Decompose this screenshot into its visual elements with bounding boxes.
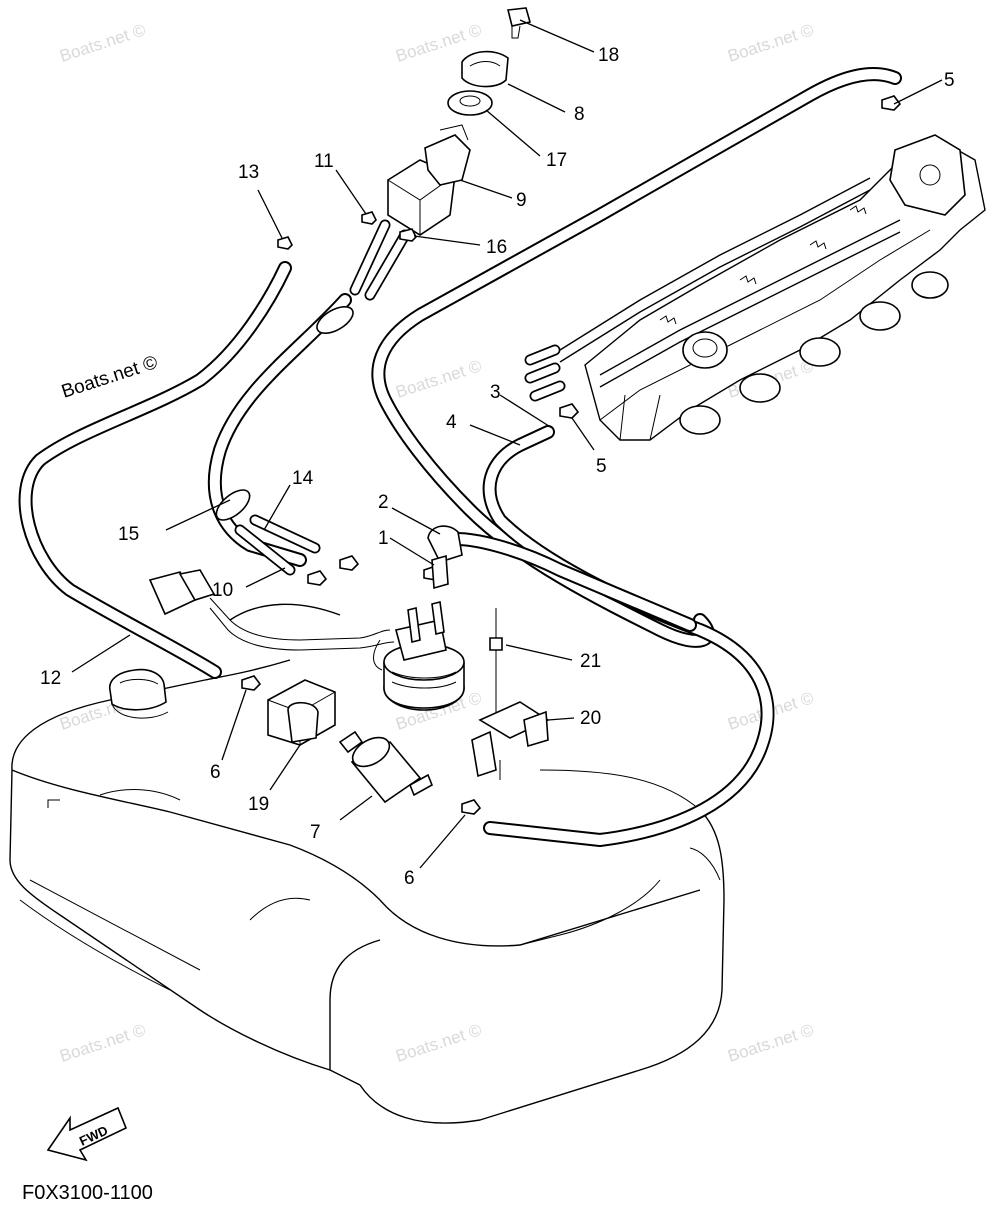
callout-13: 13 [238, 162, 259, 183]
throttle-bore [799, 337, 841, 367]
clamp-5-mid [559, 403, 580, 419]
callout-21: 21 [580, 651, 601, 672]
throttle-bore [911, 271, 949, 299]
callout-6-right: 6 [404, 868, 415, 889]
callout-20: 20 [580, 708, 601, 729]
fuel-pump [383, 601, 465, 711]
watermark: Boats.net © [57, 20, 148, 66]
watermark: Boats.net © [393, 356, 484, 402]
clamp-10 [307, 570, 328, 586]
hose-4 [482, 425, 775, 847]
part-9-sensor [349, 124, 471, 301]
callout-15: 15 [118, 524, 139, 545]
clamp-14 [339, 555, 360, 571]
part-21-pin [489, 608, 503, 712]
clamp-6-right [461, 799, 482, 815]
fuel-tank [9, 659, 725, 1124]
callout-7: 7 [310, 822, 321, 843]
watermark: Boats.net © [393, 1020, 484, 1066]
hoses [18, 67, 902, 847]
part-8-grommet [461, 50, 509, 88]
engine-assembly [524, 134, 986, 441]
throttle-bore [679, 405, 721, 435]
harness-connector [148, 569, 395, 671]
callout-8: 8 [574, 104, 585, 125]
callout-5-top: 5 [944, 70, 955, 91]
part-7-filter [338, 730, 434, 804]
callout-10: 10 [212, 580, 233, 601]
clamp-11 [361, 211, 377, 225]
throttle-bore [739, 373, 781, 403]
callout-9: 9 [516, 190, 527, 211]
part-19-bracket [267, 679, 336, 746]
part-17-washer [447, 90, 493, 116]
part-20-bracket [471, 701, 550, 778]
throttle-bore [859, 301, 901, 331]
clamp-13 [277, 236, 293, 250]
callout-17: 17 [546, 150, 567, 171]
callout-14: 14 [292, 468, 314, 489]
watermark: Boats.net © [725, 20, 816, 66]
watermark: Boats.net © [725, 1020, 816, 1066]
callout-4: 4 [446, 412, 457, 433]
clamp-5-top [881, 95, 902, 111]
watermark: Boats.net © [57, 1020, 148, 1066]
callout-19: 19 [248, 794, 269, 815]
clamp-6-left [241, 675, 262, 691]
part-1-elbow [427, 525, 463, 590]
callout-1: 1 [378, 528, 389, 549]
diagram-code: F0X3100-1100 [22, 1182, 153, 1204]
fwd-arrow: FWD [46, 1106, 128, 1162]
callout-18: 18 [598, 45, 619, 66]
clamp-16 [399, 228, 417, 242]
callout-11: 11 [314, 151, 334, 172]
callout-5-mid: 5 [596, 456, 607, 477]
callout-6-left: 6 [210, 762, 221, 783]
callout-16: 16 [486, 237, 507, 258]
watermark-dark: Boats.net © [59, 352, 160, 403]
callout-3: 3 [490, 382, 501, 403]
callout-2: 2 [378, 492, 389, 513]
callout-12: 12 [40, 668, 61, 689]
callouts: 18 8 17 9 16 11 13 5 5 3 4 14 15 2 1 10 … [40, 45, 955, 889]
leader-lines [71, 19, 943, 869]
